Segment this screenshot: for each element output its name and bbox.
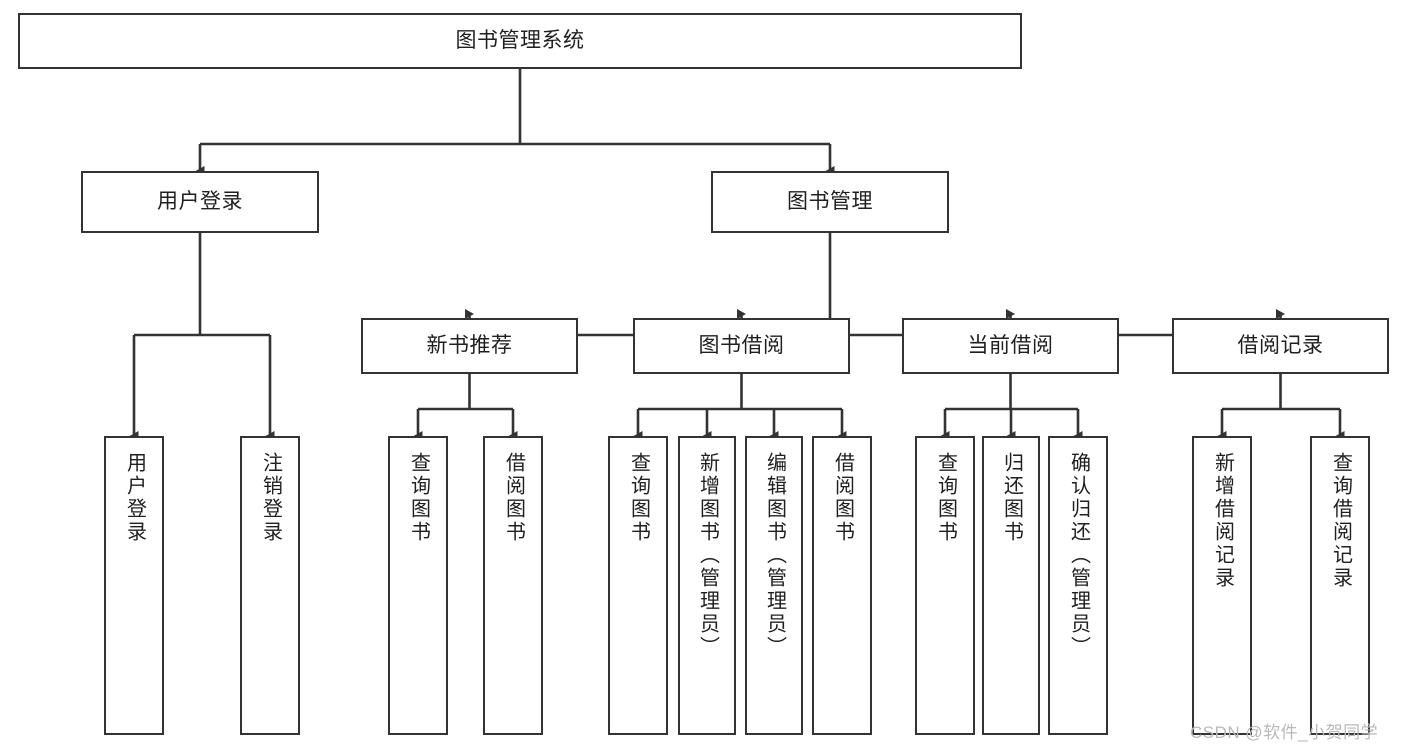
node-label: 注销登录 [259, 452, 282, 544]
node-leaf-query-book-2[interactable]: 查询图书 [608, 436, 668, 735]
node-label: 用户登录 [123, 452, 146, 544]
node-leaf-user-login[interactable]: 用户登录 [104, 436, 164, 735]
node-leaf-edit-book[interactable]: 编辑图书（管理员） [745, 436, 803, 735]
node-leaf-confirm-return[interactable]: 确认归还（管理员） [1048, 436, 1108, 735]
node-user-login[interactable]: 用户登录 [81, 171, 319, 233]
node-new-book-rec[interactable]: 新书推荐 [361, 318, 578, 374]
csdn-watermark: CSDN @软件_小贺同学 [1190, 723, 1379, 742]
node-label: 归还图书 [1000, 452, 1023, 544]
node-label: 查询借阅记录 [1329, 452, 1352, 590]
node-label: 确认归还（管理员） [1067, 452, 1090, 659]
node-book-mgmt[interactable]: 图书管理 [711, 171, 949, 233]
node-book-borrow[interactable]: 图书借阅 [633, 318, 850, 374]
node-label: 查询图书 [407, 452, 430, 544]
node-leaf-query-book-1[interactable]: 查询图书 [388, 436, 448, 735]
node-root[interactable]: 图书管理系统 [18, 13, 1022, 69]
node-leaf-query-record[interactable]: 查询借阅记录 [1310, 436, 1370, 735]
node-label: 编辑图书（管理员） [763, 452, 786, 659]
node-label: 图书管理系统 [455, 28, 585, 52]
node-label: 图书管理 [787, 189, 873, 213]
node-label: 新增借阅记录 [1211, 452, 1234, 590]
node-leaf-user-logout[interactable]: 注销登录 [240, 436, 300, 735]
node-label: 新增图书（管理员） [696, 452, 719, 659]
node-label: 新书推荐 [426, 333, 513, 357]
node-leaf-borrow-book-2[interactable]: 借阅图书 [812, 436, 872, 735]
tree-edges [129, 69, 1345, 441]
node-leaf-borrow-book-1[interactable]: 借阅图书 [483, 436, 543, 735]
node-label: 查询图书 [934, 452, 957, 544]
node-label: 图书借阅 [698, 333, 785, 357]
node-label: 借阅记录 [1237, 333, 1324, 357]
node-borrow-record[interactable]: 借阅记录 [1172, 318, 1389, 374]
node-leaf-query-book-3[interactable]: 查询图书 [915, 436, 975, 735]
node-label: 查询图书 [627, 452, 650, 544]
node-label: 借阅图书 [831, 452, 854, 544]
node-leaf-add-record[interactable]: 新增借阅记录 [1192, 436, 1252, 735]
node-label: 借阅图书 [502, 452, 525, 544]
node-label: 当前借阅 [967, 333, 1054, 357]
node-label: 用户登录 [157, 189, 243, 213]
node-current-borrow[interactable]: 当前借阅 [902, 318, 1119, 374]
node-leaf-return-book[interactable]: 归还图书 [982, 436, 1040, 735]
node-leaf-add-book[interactable]: 新增图书（管理员） [678, 436, 736, 735]
